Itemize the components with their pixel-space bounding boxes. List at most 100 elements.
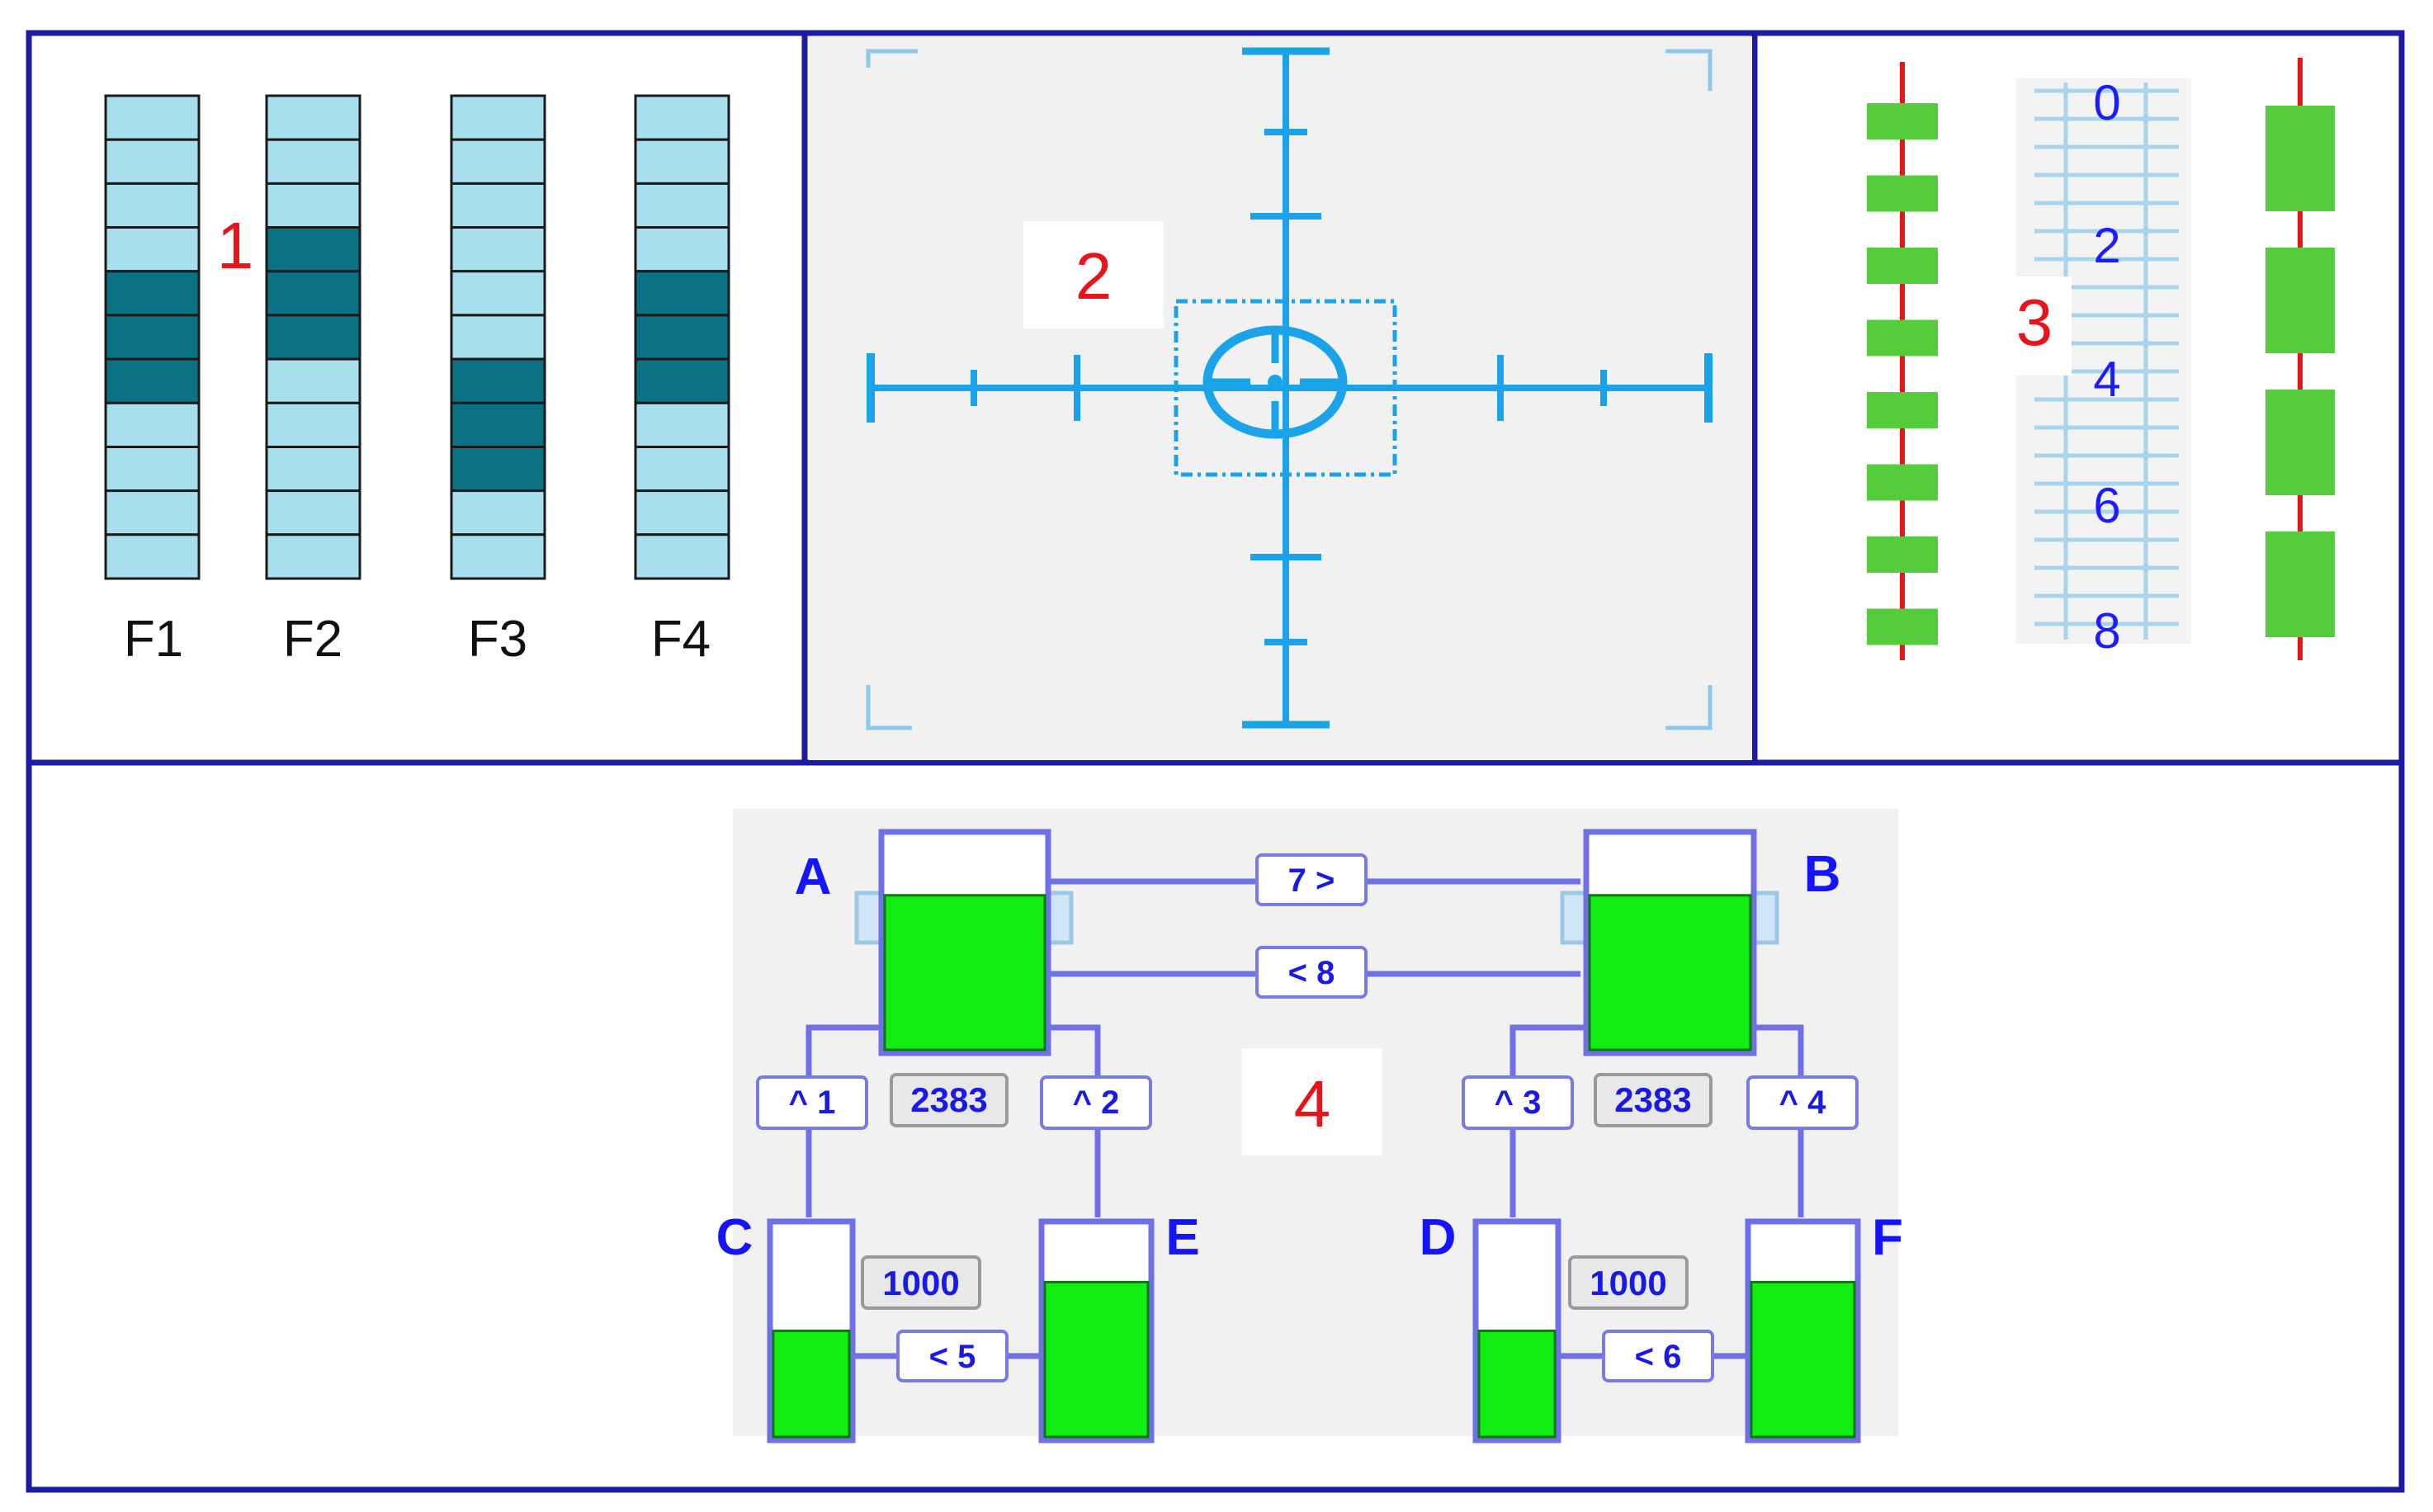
- fuse-segment: [104, 94, 201, 141]
- right-track-block: [2265, 532, 2335, 637]
- tank-e: [1038, 1218, 1155, 1443]
- tank-letter-d: D: [1420, 1209, 1457, 1266]
- fuse-segment: [104, 226, 201, 273]
- panel-number-2: 2: [1075, 239, 1113, 313]
- fuse-segment: [265, 138, 361, 185]
- tank-f: [1745, 1218, 1861, 1443]
- crosshair-background: [809, 36, 1752, 760]
- fuse-label-f3: F3: [468, 611, 527, 668]
- readout-right-lower: 1000: [1590, 1264, 1666, 1302]
- left-track-block: [1867, 103, 1938, 139]
- valve-4[interactable]: ^ 4: [1746, 1075, 1859, 1130]
- pipe-a-e: [1048, 1024, 1101, 1217]
- viewfinder-corners: [866, 49, 1713, 730]
- ruler-label-2: 2: [2093, 218, 2120, 273]
- readout-right-upper-box: [1594, 1073, 1713, 1127]
- fuse-column-f1: [104, 94, 201, 580]
- tank-letter-b: B: [1804, 846, 1841, 903]
- left-track-block: [1867, 464, 1938, 501]
- fuse-segment: [265, 182, 361, 229]
- crosshair-target-icon: [867, 47, 1713, 729]
- fuse-column-f2: [265, 94, 361, 580]
- fuse-segment: [265, 270, 361, 317]
- valve-3-box[interactable]: [1462, 1075, 1574, 1130]
- fuse-segment: [634, 94, 730, 141]
- panel-2-crosshair: 2: [809, 36, 1752, 760]
- valve-7-box[interactable]: [1255, 853, 1368, 906]
- ruler-label-8: 8: [2093, 603, 2120, 659]
- corner-bottom-right: [1665, 685, 1713, 730]
- tank-fluid-level: [1750, 1280, 1856, 1439]
- fuse-segment: [634, 270, 730, 317]
- pipe-b-f: [1754, 1024, 1804, 1217]
- valves[interactable]: 7 > < 8 ^ 1 ^ 2 ^ 3 ^ 4: [756, 853, 1859, 1382]
- valve-3[interactable]: ^ 3: [1462, 1075, 1574, 1130]
- right-track-block: [2265, 248, 2335, 353]
- valve-6[interactable]: < 6: [1602, 1330, 1714, 1382]
- panel-2-number-box: [1023, 221, 1164, 328]
- left-track-block: [1867, 175, 1938, 212]
- fuse-segment: [634, 446, 730, 493]
- fuse-segment: [104, 357, 201, 404]
- tank-letters: A B C E D F: [716, 846, 1903, 1266]
- left-track-block: [1867, 608, 1938, 645]
- tank-fluid-level: [1477, 1330, 1557, 1439]
- valve-8[interactable]: < 8: [1255, 946, 1368, 999]
- valve-6-box[interactable]: [1602, 1330, 1714, 1382]
- valve-2-label: ^ 2: [1073, 1084, 1120, 1121]
- valve-2-box[interactable]: [1040, 1075, 1152, 1130]
- valve-1[interactable]: ^ 1: [756, 1075, 868, 1130]
- left-track-block: [1867, 248, 1938, 284]
- fuse-segment: [265, 489, 361, 536]
- valve-5-label: < 5: [929, 1339, 976, 1375]
- valve-2[interactable]: ^ 2: [1040, 1075, 1152, 1130]
- fuse-segment: [450, 314, 546, 361]
- fuse-segment: [265, 94, 361, 141]
- panel-3-number-box: [2001, 276, 2072, 376]
- corner-top-right: [1665, 49, 1713, 91]
- readout-left-lower: 1000: [882, 1264, 959, 1302]
- valve-7[interactable]: 7 >: [1255, 853, 1368, 906]
- valve-1-box[interactable]: [756, 1075, 868, 1130]
- fuse-segment: [265, 446, 361, 493]
- fuse-segment: [634, 357, 730, 404]
- valve-4-label: ^ 4: [1779, 1084, 1826, 1121]
- ruler: [2034, 83, 2179, 640]
- fuse-segment: [265, 357, 361, 404]
- fuse-segment: [104, 138, 201, 185]
- fuse-segment: [450, 182, 546, 229]
- valve-4-box[interactable]: [1746, 1075, 1859, 1130]
- valve-7-label: 7 >: [1288, 862, 1335, 899]
- right-track-blocks: [2265, 106, 2335, 637]
- left-track-blocks: [1867, 103, 1938, 645]
- panel-number-1: 1: [217, 209, 254, 282]
- left-track-block: [1867, 392, 1938, 428]
- tank-fluid-level: [1588, 894, 1752, 1051]
- fuse-segment: [265, 401, 361, 448]
- fuse-segment: [634, 401, 730, 448]
- fuse-segment: [450, 489, 546, 536]
- fitting-a-left: [854, 891, 884, 945]
- right-track-block: [2265, 390, 2335, 495]
- valve-8-label: < 8: [1288, 955, 1335, 991]
- pipe-a-c: [805, 1024, 881, 1217]
- tank-fluid-level: [1043, 1280, 1150, 1439]
- fuse-segment: [104, 489, 201, 536]
- valve-1-label: ^ 1: [789, 1084, 836, 1121]
- valve-5[interactable]: < 5: [896, 1330, 1009, 1382]
- fuse-segment: [104, 270, 201, 317]
- right-track-block: [2265, 106, 2335, 211]
- fuse-segment: [634, 138, 730, 185]
- pipe-b-d: [1509, 1024, 1586, 1217]
- readout-right-lower-box: [1568, 1255, 1689, 1310]
- tank-b: [1583, 829, 1757, 1056]
- corner-top-left: [866, 49, 918, 68]
- fuse-segment: [265, 314, 361, 361]
- fuse-label-f4: F4: [651, 611, 711, 668]
- tank-letter-e: E: [1165, 1209, 1199, 1266]
- valve-5-box[interactable]: [896, 1330, 1009, 1382]
- fuse-column-group: [104, 94, 730, 580]
- valve-8-box[interactable]: [1255, 946, 1368, 999]
- corner-bottom-left: [866, 685, 912, 730]
